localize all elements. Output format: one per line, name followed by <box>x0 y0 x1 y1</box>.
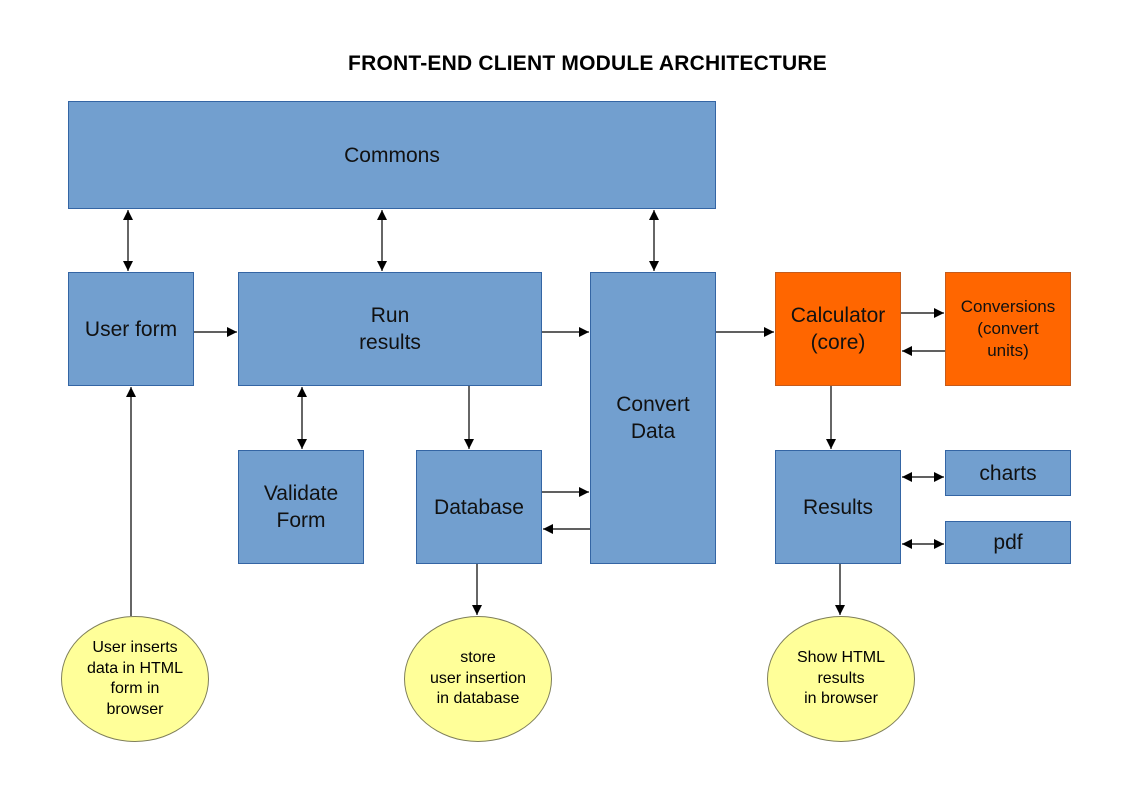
pdf-box: pdf <box>945 521 1071 564</box>
charts-label: charts <box>979 461 1037 485</box>
database-box: Database <box>416 450 542 564</box>
validate-form-box: Validate Form <box>238 450 364 564</box>
calculator-core-label: Calculator (core) <box>790 304 886 354</box>
user-form-box: User form <box>68 272 194 386</box>
charts-box: charts <box>945 450 1071 496</box>
user-inserts-note: User inserts data in HTML form in browse… <box>61 616 209 742</box>
commons-box: Commons <box>68 101 716 209</box>
show-results-note: Show HTML results in browser <box>767 616 915 742</box>
results-box: Results <box>775 450 901 564</box>
commons-label: Commons <box>344 143 440 167</box>
validate-form-label: Validate Form <box>263 482 339 532</box>
user-form-label: User form <box>84 317 178 341</box>
convert-data-label: Convert Data <box>616 393 690 443</box>
user-inserts-note-label: User inserts data in HTML form in browse… <box>86 639 184 718</box>
pdf-label: pdf <box>993 531 1023 554</box>
store-note: store user insertion in database <box>404 616 552 742</box>
show-results-note-label: Show HTML results in browser <box>796 649 886 708</box>
calculator-core-box: Calculator (core) <box>775 272 901 386</box>
conversions-box: Conversions (convert units) <box>945 272 1071 386</box>
diagram-title: FRONT-END CLIENT MODULE ARCHITECTURE <box>348 52 827 75</box>
run-results-label: Run results <box>359 304 421 354</box>
store-note-label: store user insertion in database <box>429 649 527 708</box>
database-label: Database <box>434 495 524 519</box>
run-results-box: Run results <box>238 272 542 386</box>
conversions-label: Conversions (convert units) <box>960 297 1056 360</box>
convert-data-box: Convert Data <box>590 272 716 564</box>
results-label: Results <box>802 495 874 519</box>
